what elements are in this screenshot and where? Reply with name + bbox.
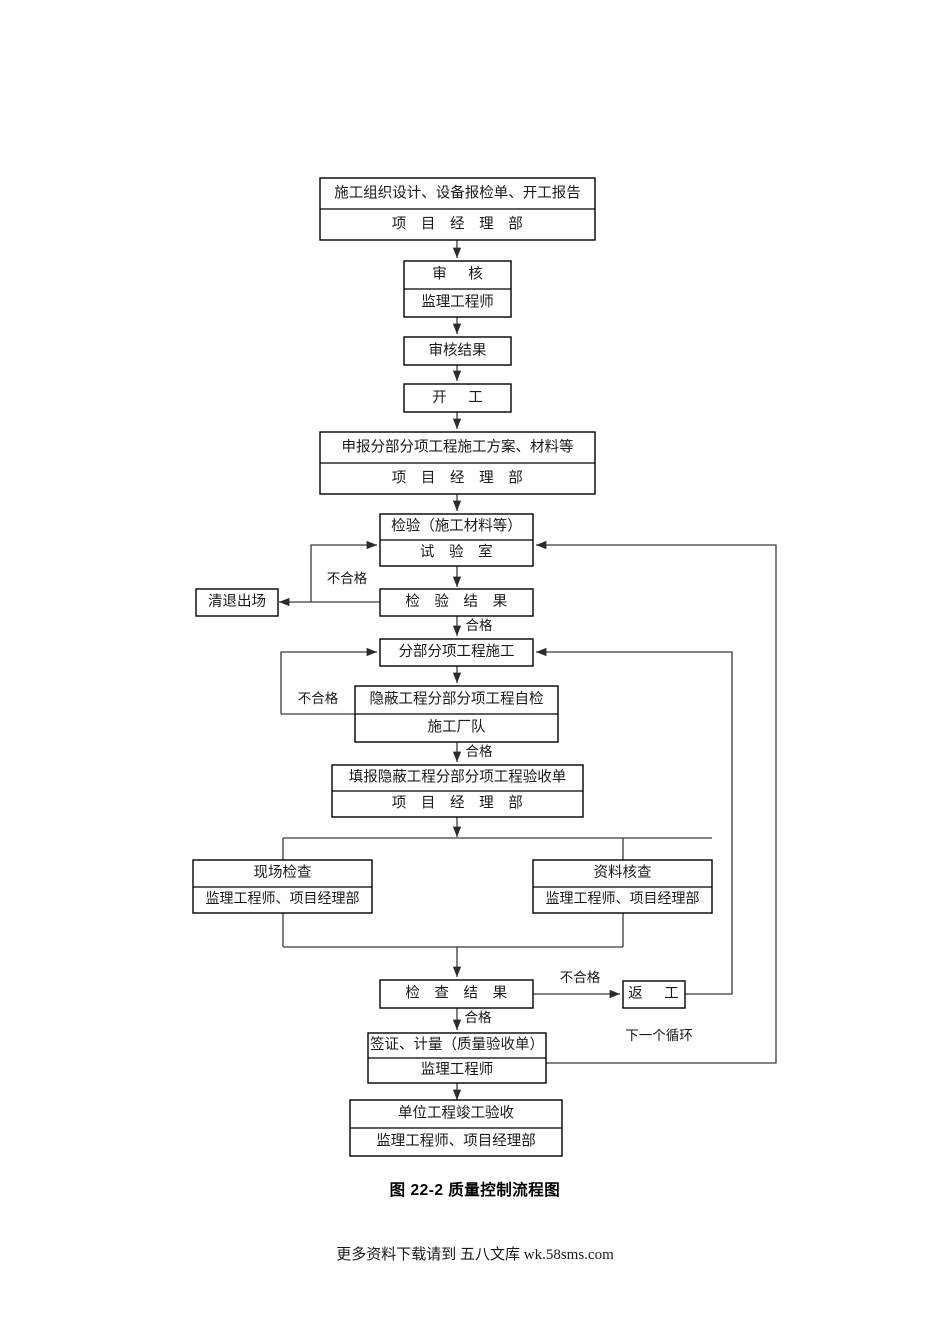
node-subproject-construction: 分部分项工程施工	[379, 638, 534, 667]
node-n1-line1: 施工组织设计、设备报检单、开工报告	[334, 184, 581, 201]
edge-label-pass-1: 合格	[466, 618, 493, 633]
edge-n16-n6-nextcycle	[536, 540, 777, 1064]
node-n9-line1: 分部分项工程施工	[399, 643, 515, 660]
edge-label-pass-3: 合格	[465, 1010, 492, 1025]
node-n8-line1: 清退出场	[208, 593, 266, 610]
node-n17-line1: 单位工程竣工验收	[398, 1104, 514, 1121]
node-rework: 返 工	[622, 980, 688, 1009]
node-n5-line1: 申报分部分项工程施工方案、材料等	[342, 437, 574, 455]
node-fill-acceptance-form: 填报隐蔽工程分部分项工程验收单 项 目 经 理 部	[331, 764, 584, 818]
node-n5-line2: 项 目 经 理 部	[392, 469, 529, 486]
node-remove-from-site: 清退出场	[195, 588, 279, 617]
node-n12-line1: 现场检查	[254, 864, 312, 881]
edge-n10-n9-reject	[280, 647, 377, 714]
node-n11-line2: 项 目 经 理 部	[392, 794, 529, 811]
connector-layer	[279, 240, 777, 1100]
node-n16-line2: 监理工程师	[421, 1061, 494, 1078]
node-n4-line1: 开 工	[432, 390, 492, 406]
node-check-result: 检 查 结 果	[379, 979, 534, 1009]
node-n10-line2: 施工厂队	[428, 718, 486, 735]
edge-label-next-cycle: 下一个循环	[625, 1028, 693, 1043]
node-inspection-result: 检 验 结 果	[379, 588, 534, 617]
node-construction-org-design: 施工组织设计、设备报检单、开工报告 项 目 经 理 部	[319, 177, 596, 241]
node-n7-line1: 检 验 结 果	[405, 593, 512, 610]
edge-label-reject-2: 不合格	[298, 691, 339, 706]
node-n17-line2: 监理工程师、项目经理部	[376, 1132, 536, 1149]
node-submit-subproject-plan: 申报分部分项工程施工方案、材料等 项 目 经 理 部	[319, 431, 596, 495]
node-n15-line1: 返 工	[628, 985, 688, 1002]
node-n11-line1: 填报隐蔽工程分部分项工程验收单	[349, 768, 567, 785]
node-document-verification: 资料核查 监理工程师、项目经理部	[532, 859, 713, 914]
node-n3-line1: 审核结果	[429, 342, 487, 359]
node-n12-line2: 监理工程师、项目经理部	[206, 891, 360, 907]
edge-n7-n6-reject	[310, 540, 377, 602]
node-concealed-works-selfcheck: 隐蔽工程分部分项工程自检 施工厂队	[354, 685, 559, 743]
figure-caption: 图 22-2 质量控制流程图	[389, 1182, 561, 1199]
node-sign-measure: 签证、计量（质量验收单） 监理工程师	[367, 1032, 547, 1084]
node-site-inspection: 现场检查 监理工程师、项目经理部	[192, 859, 373, 914]
node-inspection-materials: 检验（施工材料等） 试 验 室	[379, 513, 534, 567]
node-n13-line1: 资料核查	[594, 864, 652, 881]
node-n6-line2: 试 验 室	[420, 543, 498, 560]
node-n16-line1: 签证、计量（质量验收单）	[370, 1036, 544, 1053]
node-n14-line1: 检 查 结 果	[405, 984, 512, 1001]
node-start-work: 开 工	[403, 383, 512, 413]
node-n2-line2: 监理工程师	[421, 293, 494, 310]
node-n10-line1: 隐蔽工程分部分项工程自检	[370, 690, 544, 707]
node-unit-project-completion: 单位工程竣工验收 监理工程师、项目经理部	[349, 1099, 563, 1157]
edge-n15-n9-rework	[536, 647, 733, 995]
footer-watermark: 更多资料下载请到 五八文库 wk.58sms.com	[336, 1247, 614, 1263]
node-n1-line2: 项 目 经 理 部	[392, 215, 529, 232]
edge-label-reject-3: 不合格	[560, 970, 601, 985]
edge-label-reject-1: 不合格	[327, 571, 368, 586]
node-n6-line1: 检验（施工材料等）	[391, 516, 522, 534]
node-n2-line1: 审 核	[432, 265, 492, 282]
node-n13-line2: 监理工程师、项目经理部	[546, 891, 700, 907]
node-review: 审 核 监理工程师	[403, 260, 512, 318]
node-review-result: 审核结果	[403, 336, 512, 366]
edge-label-pass-2: 合格	[466, 744, 493, 759]
